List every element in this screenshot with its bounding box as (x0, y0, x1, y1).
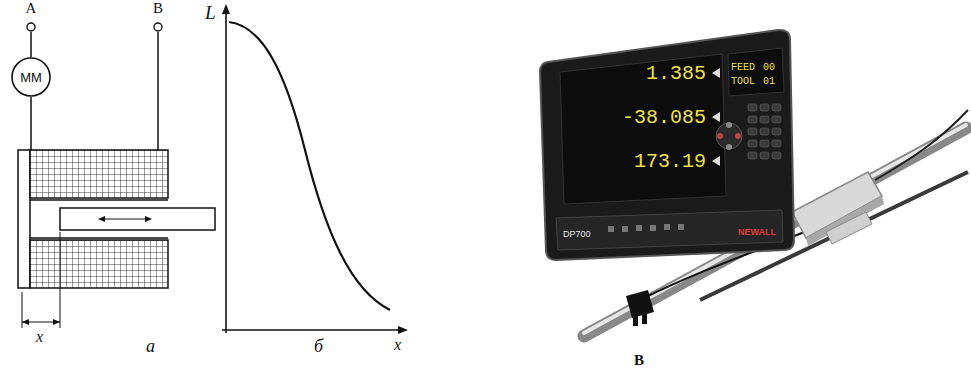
read-head (826, 212, 872, 244)
wire (157, 32, 159, 150)
axis-marker (712, 156, 720, 166)
figure-letter: б (314, 336, 323, 357)
dro-housing (540, 30, 794, 260)
arrow-head (53, 319, 60, 325)
curve (229, 22, 390, 310)
meter-circle: ММ (11, 57, 51, 97)
arrow-head (145, 216, 152, 222)
status-text: 00 (763, 62, 775, 73)
read-head-side (806, 196, 884, 246)
keypad (748, 128, 757, 135)
bore-line (30, 237, 168, 239)
terminal-label: В (153, 0, 163, 17)
graph (222, 4, 408, 334)
brand-name: NEWALL (738, 227, 776, 237)
status-text: TOOL (731, 76, 755, 87)
figure-letter: В (634, 352, 644, 369)
plug-pin (642, 314, 647, 324)
keypad (772, 116, 781, 123)
axis (225, 12, 227, 333)
extension-line (22, 292, 23, 328)
keypad (748, 116, 757, 123)
strip-icons (650, 225, 656, 231)
display-window (560, 54, 726, 204)
axis-label: L (205, 2, 216, 24)
moving-core (60, 208, 215, 230)
display-window (728, 48, 784, 96)
plug (626, 290, 654, 318)
keypad (748, 104, 757, 111)
keypad (748, 152, 757, 159)
terminal: В (149, 0, 167, 32)
figure-letter: а (146, 336, 155, 357)
keypad (772, 140, 781, 147)
nav-button (716, 123, 742, 149)
terminal-circle (154, 23, 162, 31)
strip-icons (608, 226, 614, 232)
strip-icons (664, 224, 670, 230)
keypad (760, 128, 769, 135)
display-reading: 173.19 (634, 150, 706, 173)
plug-pin (633, 316, 638, 326)
coil-winding (30, 150, 168, 198)
rod-highlight (584, 125, 966, 333)
strip-icons (608, 224, 684, 232)
keypad (760, 104, 769, 111)
nav-button (717, 133, 723, 139)
keypad (760, 152, 769, 159)
nav-button (726, 144, 732, 150)
keypad (760, 140, 769, 147)
terminal-label: А (26, 0, 37, 17)
core-plate (18, 150, 30, 288)
nav-button (735, 133, 741, 139)
coil-winding (30, 240, 168, 288)
keypad (772, 152, 781, 159)
keypad (748, 140, 757, 147)
cable (875, 110, 968, 180)
strip-icons (622, 226, 628, 232)
keypad (772, 128, 781, 135)
dimension-label: x (36, 328, 43, 346)
terminal-circle (27, 23, 35, 31)
display-reading: -38.085 (622, 106, 706, 129)
arrow-head (98, 216, 105, 222)
strip-icons (678, 224, 684, 230)
status-text: 01 (763, 76, 775, 87)
meter-label: ММ (20, 70, 42, 85)
meter-circle (12, 58, 50, 96)
axis-label: x (394, 336, 401, 354)
control-strip (556, 210, 783, 250)
terminal: А (22, 0, 40, 32)
keypad (748, 104, 781, 159)
wire (30, 32, 32, 57)
axis (222, 329, 400, 331)
dro-photo (540, 30, 968, 336)
arrow-head (398, 326, 408, 334)
motion-arrow (102, 218, 148, 219)
model-name: DP700 (563, 229, 591, 239)
bore-line (30, 199, 168, 201)
status-text: FEED (731, 62, 755, 73)
wire (30, 97, 32, 150)
keypad (772, 104, 781, 111)
extension-line (60, 232, 61, 328)
nav-button (726, 122, 732, 128)
axis-marker (712, 68, 720, 78)
strip-icons (636, 225, 642, 231)
keypad (760, 116, 769, 123)
display-reading: 1.385 (646, 62, 706, 85)
axis-marker (712, 112, 720, 122)
arrow-head (22, 319, 29, 325)
arrow-head (222, 4, 230, 14)
